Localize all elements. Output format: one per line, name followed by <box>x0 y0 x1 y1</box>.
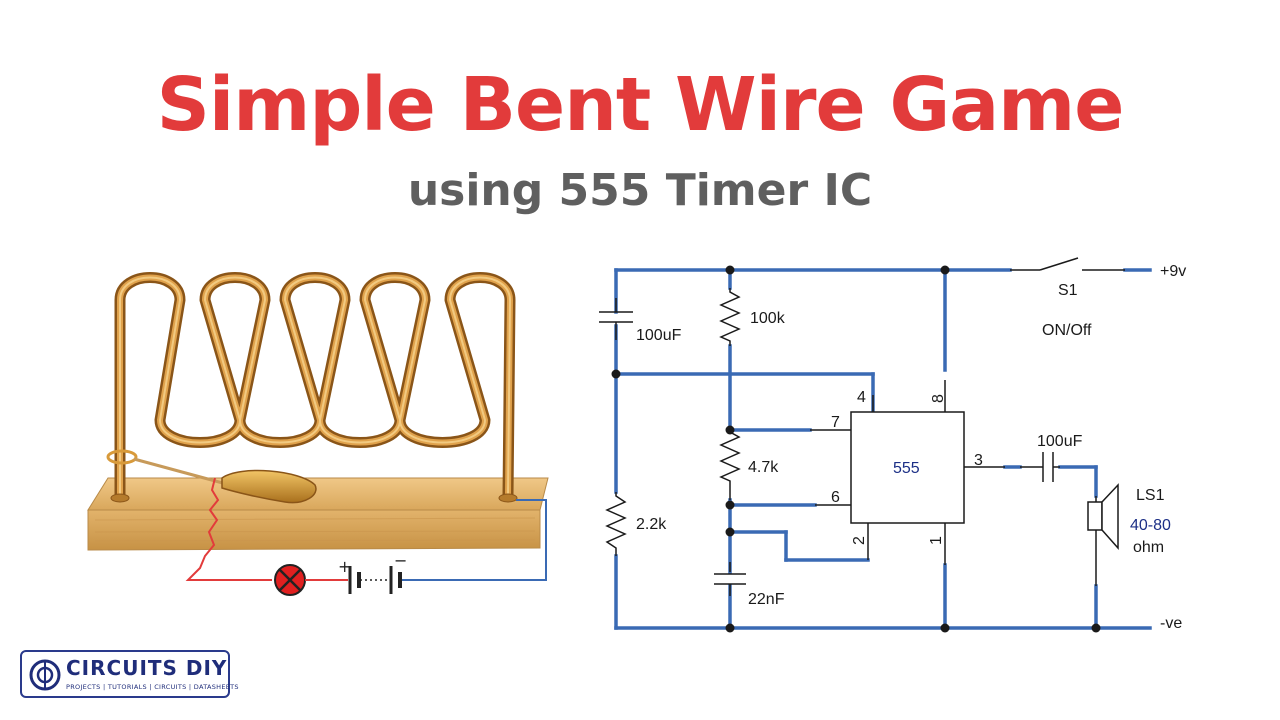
blue-wire <box>402 499 547 581</box>
pin-7-label: 7 <box>831 414 840 431</box>
logo-mark-icon <box>29 659 61 691</box>
schematic-leads <box>599 257 1125 596</box>
switch-ref-label: S1 <box>1058 282 1078 299</box>
ic-label: 555 <box>893 460 920 477</box>
supply-negative-label: -ve <box>1160 615 1182 632</box>
pin-4-label: 4 <box>857 389 866 406</box>
c2-label: 22nF <box>748 591 785 608</box>
bent-wire-game-illustration: + − <box>87 272 549 596</box>
c1-label: 100uF <box>636 327 682 344</box>
battery-plus: + <box>338 557 351 576</box>
pin-1-label: 1 <box>928 536 945 545</box>
wand-loop <box>106 449 138 465</box>
circuits-diy-logo[interactable]: CIRCUITS DIY PROJECTS | TUTORIALS | CIRC… <box>20 650 239 698</box>
wooden-base-front <box>87 509 541 551</box>
page-subtitle: using 555 Timer IC <box>407 165 873 216</box>
lamp-icon <box>274 564 306 596</box>
speaker-unit-label: ohm <box>1133 539 1164 556</box>
pin-6-label: 6 <box>831 489 840 506</box>
speaker-ref-label: LS1 <box>1136 487 1165 504</box>
wooden-base-top <box>87 477 549 511</box>
r3-label: 2.2k <box>636 516 667 533</box>
red-wire <box>185 477 272 581</box>
switch-label: ON/Off <box>1042 322 1092 339</box>
ic-555-body <box>850 411 965 524</box>
junction-dots <box>611 265 1101 633</box>
speaker-value-label: 40-80 <box>1130 517 1171 534</box>
speaker-icon <box>1087 483 1119 586</box>
logo-name: CIRCUITS DIY <box>66 656 228 680</box>
pin-2-label: 2 <box>851 536 868 545</box>
pin-8-label: 8 <box>930 394 947 403</box>
wand-handle <box>221 469 317 504</box>
pin-3-label: 3 <box>974 452 983 469</box>
page-title: Simple Bent Wire Game <box>156 62 1125 148</box>
battery-minus: − <box>394 551 407 570</box>
battery-icon: + − <box>338 551 407 594</box>
r2-label: 4.7k <box>748 459 779 476</box>
logo-tagline: PROJECTS | TUTORIALS | CIRCUITS | DATASH… <box>66 683 239 691</box>
supply-positive-label: +9v <box>1160 263 1186 280</box>
r1-label: 100k <box>750 310 786 327</box>
c3-label: 100uF <box>1037 433 1083 450</box>
schematic <box>614 268 1152 630</box>
